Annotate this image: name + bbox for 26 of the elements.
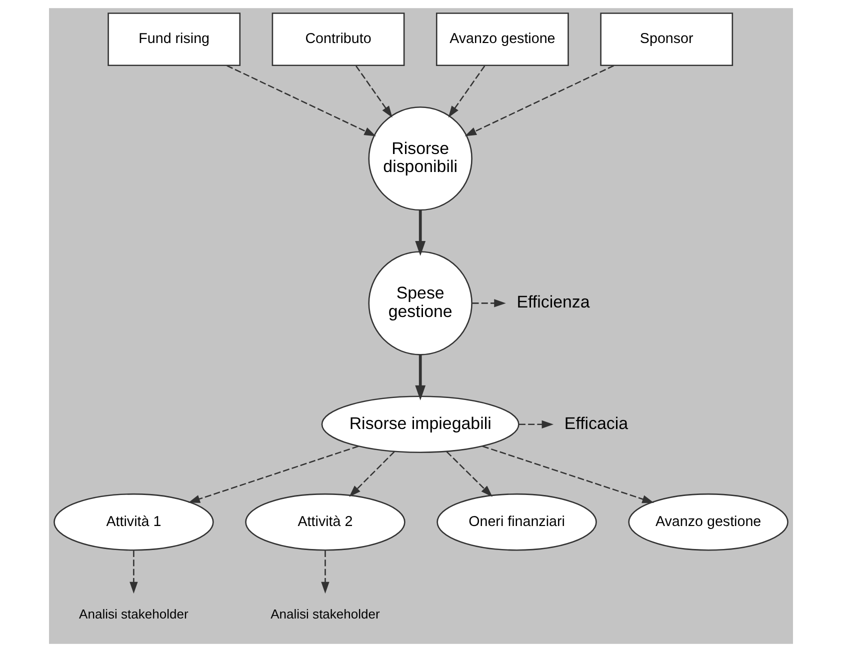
node-text: Analisi stakeholder — [78, 606, 188, 622]
node-ellipse: Risorse impiegabili — [320, 396, 519, 454]
arrow — [414, 354, 426, 400]
arrow — [464, 65, 614, 136]
node-circle: Spese gestione — [368, 251, 472, 356]
arrow — [414, 210, 426, 256]
node-ellipse: Attività 2 — [244, 493, 405, 551]
node-text: Analisi stakeholder — [270, 606, 380, 622]
arrow — [129, 550, 138, 594]
node-box: Contributo — [271, 12, 404, 66]
node-text: Efficienza — [516, 292, 590, 312]
arrow — [348, 451, 394, 497]
arrow — [518, 420, 554, 428]
node-ellipse: Oneri finanziari — [436, 493, 596, 551]
node-box: Sponsor — [600, 12, 733, 66]
node-text: Efficacia — [564, 414, 628, 433]
node-box: Avanzo gestione — [435, 12, 568, 66]
arrow — [446, 451, 492, 497]
node-box: Fund rising — [107, 12, 240, 66]
arrow — [472, 299, 506, 308]
arrow — [226, 65, 376, 136]
arrow — [355, 66, 392, 118]
arrow — [320, 550, 329, 594]
arrow — [188, 446, 358, 503]
arrow — [448, 66, 485, 118]
arrow — [482, 446, 654, 504]
